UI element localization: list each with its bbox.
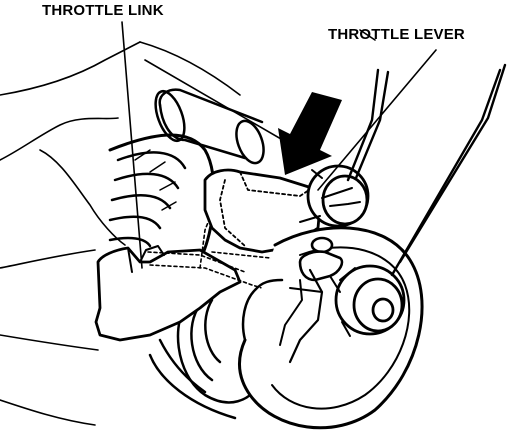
center-hub — [334, 264, 406, 337]
throttle-lever-label: THROTTLE LEVER — [328, 26, 465, 43]
upper-cylinder — [154, 88, 265, 165]
engine-housing — [0, 29, 376, 426]
throttle-link-leader — [121, 21, 143, 269]
pointer-arrow — [278, 92, 342, 175]
throttle-lever-leader — [317, 49, 437, 191]
throttle-link-label: THROTTLE LINK — [42, 2, 164, 19]
throttle-link-bracket — [94, 245, 242, 342]
cam-stud — [279, 236, 344, 364]
throttle-lever-body — [203, 168, 322, 254]
throttle-drum-ribs — [108, 133, 216, 262]
throttle-cable — [346, 63, 507, 277]
leader-lines — [121, 21, 437, 269]
